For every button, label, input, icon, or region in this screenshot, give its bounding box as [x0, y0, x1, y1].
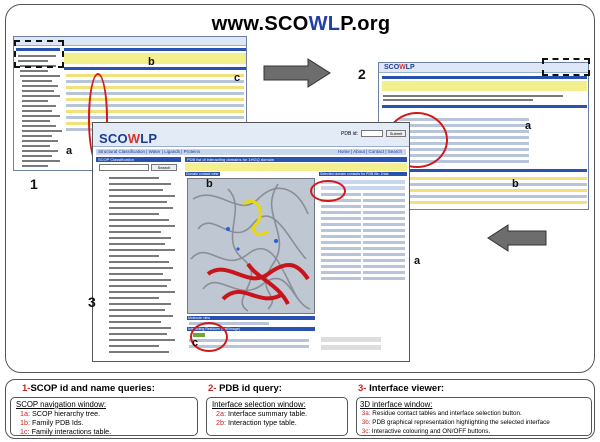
screenshot-2-logo: SCOWLP [384, 64, 415, 71]
legend-box-2: Interface selection window: 2a: Interfac… [206, 397, 348, 436]
legend-frame: 1-SCOP id and name queries: SCOP navigat… [5, 379, 595, 439]
screenshot-2-dashed-highlight [542, 58, 590, 76]
screenshot-3-logo: SCOWLP [99, 131, 158, 146]
label-3a: a [414, 255, 421, 267]
pdb-submit-button[interactable]: Submit [386, 130, 406, 137]
screen-2-number: 2 [358, 66, 366, 82]
screenshot-1-pdb-strip [64, 53, 246, 64]
label-3b: b [206, 178, 213, 190]
screenshot-2-header [382, 76, 587, 79]
legend-col-1: 1-SCOP id and name queries: SCOP navigat… [6, 380, 202, 438]
molecule-viewer[interactable] [187, 178, 315, 314]
screenshot-2-topbar [379, 63, 588, 73]
screenshot-2-summary-header [382, 105, 587, 108]
screenshot-3-red-ellipse-controls [190, 322, 228, 352]
label-2a: a [525, 120, 532, 132]
label-1b: b [148, 56, 155, 68]
molecule-view-header: Molecule view [187, 316, 315, 320]
pdb-id-label: PDB id: [341, 131, 358, 137]
screenshot-3-header-bar [93, 123, 409, 147]
screenshot-1-topbar [14, 37, 246, 46]
screenshot-2-strip [382, 81, 587, 91]
molecule-view-options[interactable] [189, 322, 269, 325]
domain-contact-view-header: Domain contact view [185, 172, 220, 176]
screenshot-1-dashed-highlight [14, 40, 64, 68]
label-1a: a [66, 145, 73, 157]
colour-options-row-1[interactable] [189, 339, 309, 342]
pdb-list-strip[interactable] [185, 163, 407, 171]
label-3c: c [192, 337, 199, 349]
arrow-left-icon [487, 224, 547, 252]
label-1c: c [234, 72, 241, 84]
legend-col-2: 2- PDB id query: Interface selection win… [202, 380, 352, 438]
legend-box-1: SCOP navigation window: 1a: SCOP hierarc… [10, 397, 198, 436]
colour-options-row-2[interactable] [189, 345, 309, 348]
screenshot-2-interaction-header [382, 169, 587, 172]
screenshot-1-table-header [64, 67, 246, 70]
protein-ribbon-icon [190, 183, 311, 312]
scop-classification-header: SCOP Classification [96, 157, 181, 162]
scop-search-input[interactable] [99, 164, 149, 171]
pdb-id-input[interactable] [361, 130, 383, 137]
screen-3-number: 3 [88, 294, 96, 310]
screenshot-3-nav-bar: Structural Classification | Water | Liga… [96, 149, 406, 155]
screenshot-1-right-header [64, 48, 246, 51]
site-title: www.SCOWLP.org [211, 13, 391, 35]
legend-box-3: 3D interface window: 3a: Residue contact… [356, 397, 592, 436]
reset-button[interactable] [321, 337, 381, 342]
interface-viewer-screenshot: SCOWLP PDB id: Submit Structural Classif… [92, 122, 410, 362]
selected-contacts-header: Selected domain contacts for PDB file: 1… [319, 172, 407, 176]
legend-col-3: 3- Interface viewer: 3D interface window… [352, 380, 594, 438]
scop-search-button[interactable]: Search [151, 164, 177, 171]
nav-tabs[interactable]: Structural Classification | Water | Liga… [98, 149, 201, 154]
screen-1-number: 1 [30, 176, 38, 192]
selection-dropdown[interactable] [321, 345, 381, 350]
top-links[interactable]: Home | About | Contact | Search [337, 149, 402, 154]
label-2b: b [512, 178, 519, 190]
screenshot-1-left-header [16, 48, 60, 51]
screenshot-3-red-ellipse-table [310, 180, 346, 202]
pdb-list-header: PDB list of interacting domains for 1HGQ… [185, 157, 407, 162]
arrow-right-icon [263, 58, 331, 88]
